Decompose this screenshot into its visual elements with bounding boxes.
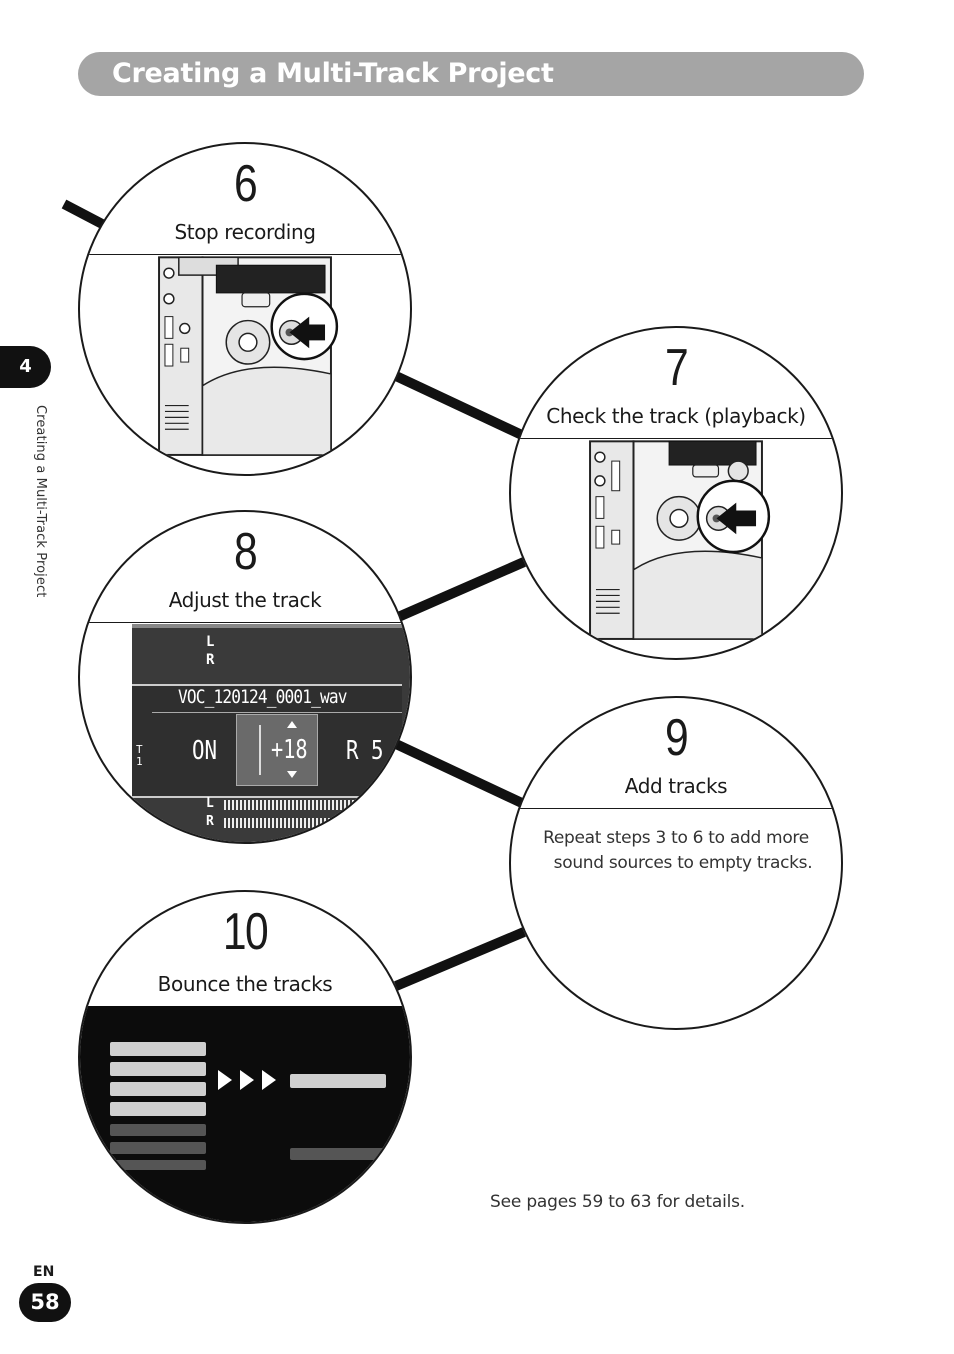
step-title: Check the track (playback) <box>546 404 806 428</box>
page-title: Creating a Multi-Track Project <box>112 58 554 89</box>
step-title: Add tracks <box>624 774 728 798</box>
bounced-track-bar <box>290 1074 386 1088</box>
level-meter-r <box>224 818 364 828</box>
track-bar <box>110 1102 206 1116</box>
track-bar <box>110 1160 206 1170</box>
step-divider <box>88 622 402 623</box>
arrow-right-icon <box>218 1070 232 1090</box>
track-filename: VOC_120124_0001_wav <box>178 686 347 708</box>
page-number: 58 <box>19 1283 71 1322</box>
level-selector[interactable]: +18 <box>236 714 318 786</box>
triangle-down-icon <box>287 771 297 778</box>
step-divider <box>88 254 402 255</box>
connector-line <box>394 927 526 991</box>
step-number: 8 <box>233 523 258 581</box>
connector-line <box>393 557 527 623</box>
track-bar <box>110 1142 206 1154</box>
bounce-screen <box>80 1006 410 1222</box>
track-bar <box>110 1124 206 1136</box>
step-8-circle: 8 Adjust the track L R VOC_120124_0001_w… <box>78 510 412 844</box>
step-divider <box>519 808 833 809</box>
step-title: Stop recording <box>174 220 316 244</box>
step-number: 7 <box>664 339 689 397</box>
connector-line <box>393 739 527 809</box>
track-bar <box>110 1042 206 1056</box>
level-slider <box>259 725 261 775</box>
level-meter-l <box>224 800 364 810</box>
step-title: Adjust the track <box>168 588 322 612</box>
track-on-status: ON <box>192 736 218 766</box>
recorder-illustration <box>158 256 339 456</box>
track-bar <box>110 1062 206 1076</box>
step-number: 9 <box>664 709 689 767</box>
step-6-circle: 6 Stop recording <box>78 142 412 476</box>
bounce-illustration <box>110 1042 386 1170</box>
note-line: sound sources to empty tracks. <box>553 853 813 873</box>
language-code: EN <box>33 1264 55 1280</box>
pan-value: R 5 <box>346 736 384 766</box>
step-note: Repeat steps 3 to 6 to add more sound so… <box>535 826 817 876</box>
connector-line <box>393 371 527 441</box>
track-bar <box>110 1082 206 1096</box>
step-number: 10 <box>222 903 269 961</box>
step-7-circle: 7 Check the track (playback) <box>509 326 843 660</box>
channel-label-r: R <box>206 814 214 829</box>
bounced-track-bar <box>290 1148 386 1160</box>
section-header: Creating a Multi-Track Project <box>78 52 864 96</box>
step-number: 6 <box>233 155 258 213</box>
chapter-tab: 4 <box>0 346 51 388</box>
recorder-illustration <box>589 440 771 640</box>
arrow-right-icon <box>262 1070 276 1090</box>
chapter-label: Creating a Multi-Track Project <box>33 405 48 598</box>
triangle-up-icon <box>287 721 297 728</box>
see-pages-note: See pages 59 to 63 for details. <box>490 1192 745 1212</box>
channel-label-l: L <box>206 634 215 650</box>
channel-label-r: R <box>206 652 215 668</box>
track-number: T1 <box>136 743 143 768</box>
connector-line <box>61 199 109 231</box>
arrow-right-icon <box>240 1070 254 1090</box>
channel-label-l: L <box>206 796 214 811</box>
step-title: Bounce the tracks <box>157 972 333 996</box>
level-value: +18 <box>271 735 308 765</box>
step-10-circle: 10 Bounce the tracks <box>78 890 412 1224</box>
track-screen: L R VOC_120124_0001_wav T1 ON +18 R 5 L … <box>132 624 410 842</box>
step-9-circle: 9 Add tracks Repeat steps 3 to 6 to add … <box>509 696 843 1030</box>
step-divider <box>519 438 833 439</box>
note-line: Repeat steps 3 to 6 to add more <box>543 828 809 848</box>
